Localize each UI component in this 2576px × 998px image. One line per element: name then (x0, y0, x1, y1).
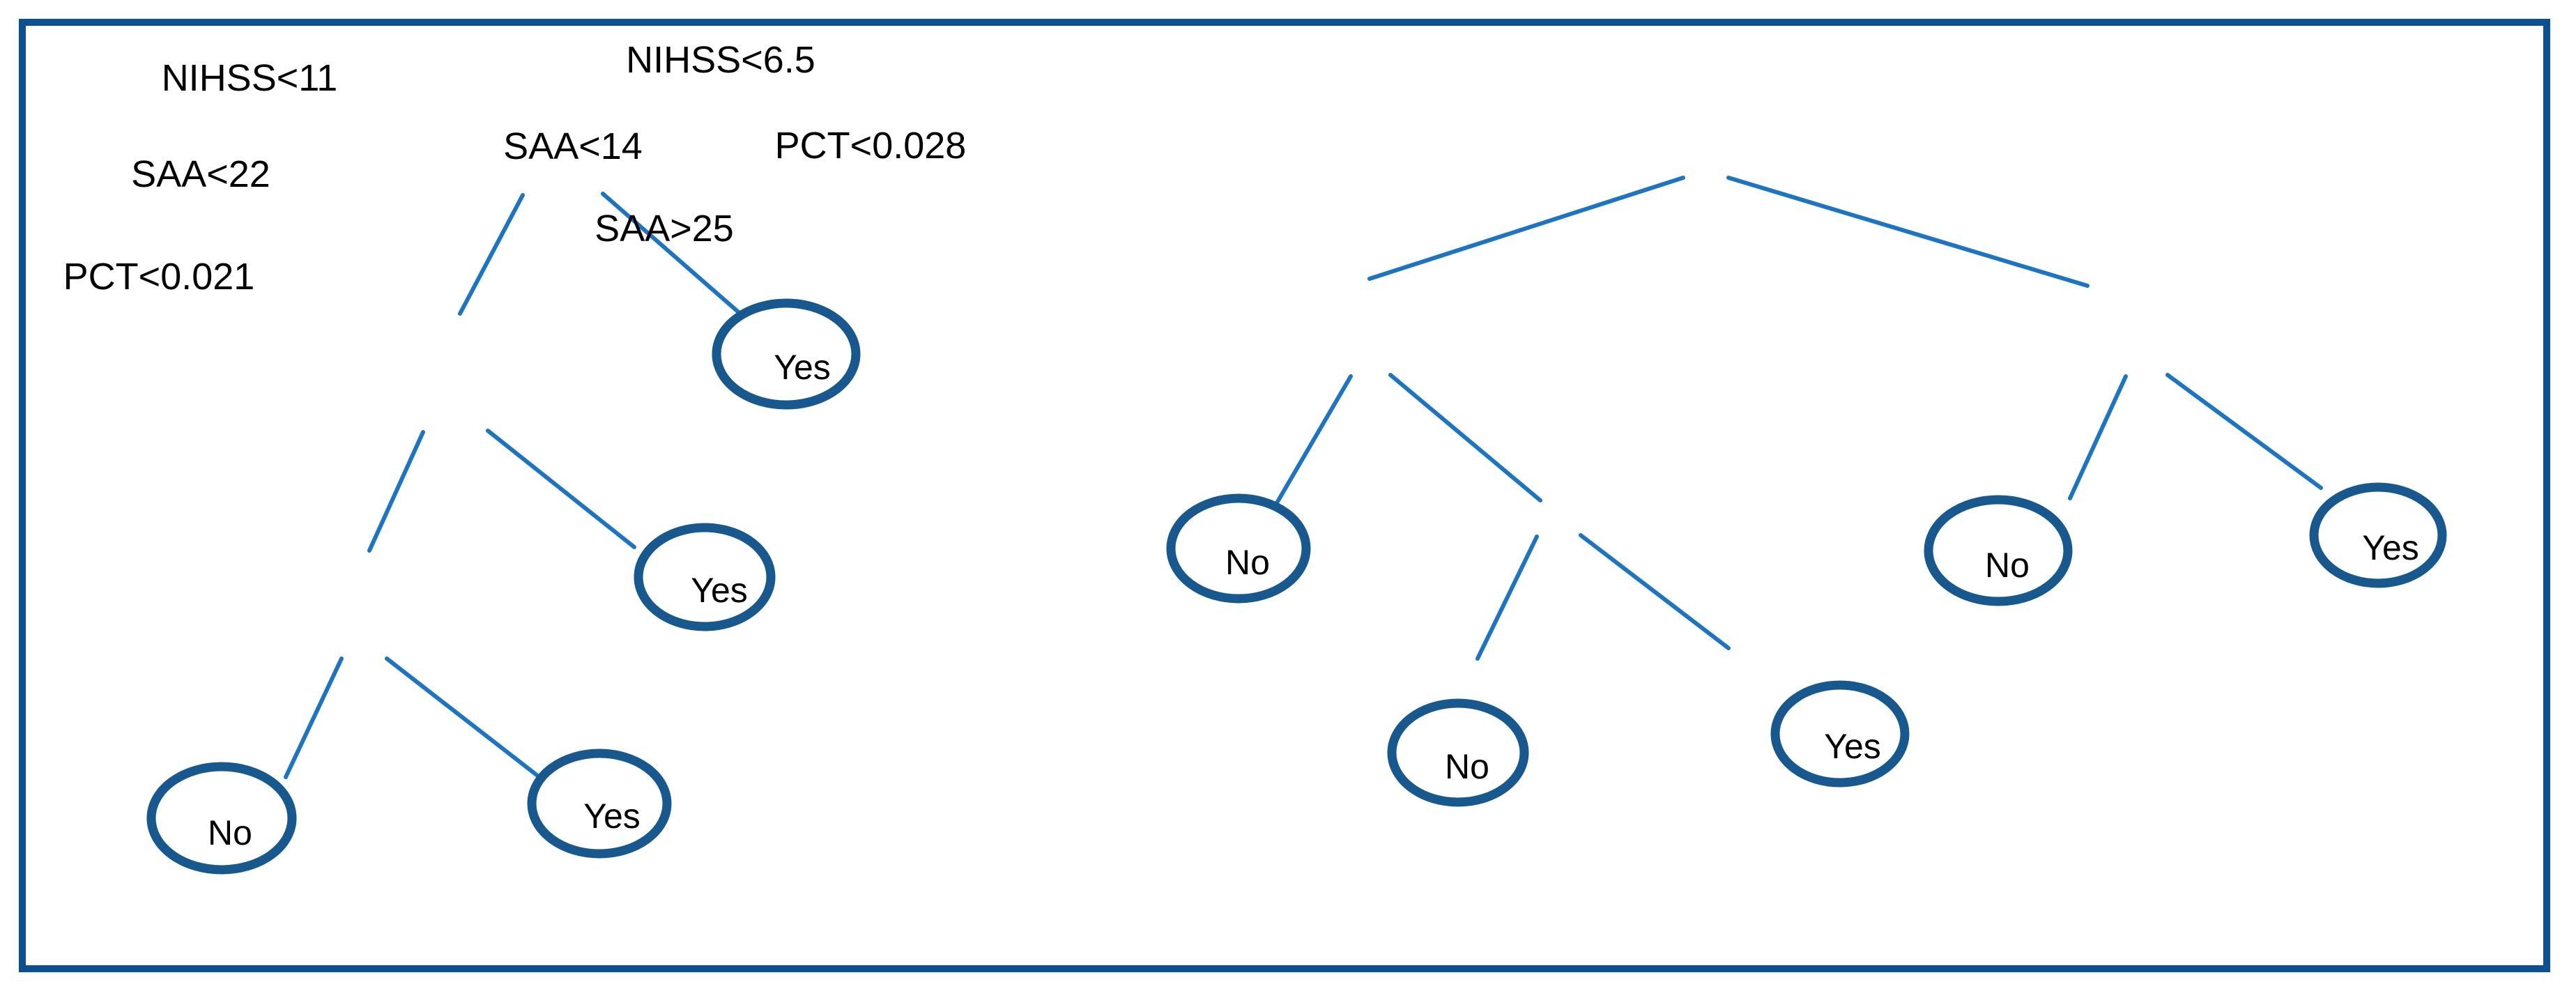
leaf-label-yes: Yes (1824, 727, 1881, 766)
leaf-label-yes: Yes (2362, 528, 2419, 567)
diagram-border-frame (19, 19, 2550, 972)
split-label-saa14: SAA<14 (503, 125, 643, 167)
leaf-label-yes: Yes (774, 348, 831, 387)
split-label-saa25: SAA>25 (595, 208, 734, 250)
leaf-label-no: No (208, 813, 252, 852)
edge-nihss65-to-pct028 (1726, 176, 2090, 288)
right-tree-leaf-yes-pct028[interactable]: Yes (2309, 482, 2447, 588)
leaf-ellipse-yes[interactable] (1770, 680, 1910, 788)
right-tree-split-labels: NIHSS<6.5 SAA<14 PCT<0.028 SAA>25 (503, 39, 966, 250)
leaf-label-yes: Yes (691, 571, 748, 610)
right-tree-leaf-no-pct028[interactable]: No (1924, 495, 2073, 606)
edge-saa22-to-yes (486, 429, 636, 549)
edge-pct021-to-yes (385, 657, 539, 777)
edge-saa22-to-pct021 (367, 430, 425, 553)
leaf-ellipse-yes[interactable] (527, 748, 672, 859)
edge-saa14-to-saa25 (1388, 373, 1542, 502)
leaf-ellipse-yes[interactable] (2309, 482, 2447, 588)
split-label-pct028: PCT<0.028 (775, 125, 967, 167)
split-label-nihss65: NIHSS<6.5 (626, 39, 815, 81)
edge-nihss11-to-yes (601, 192, 742, 316)
edge-saa25-to-yes (1579, 533, 1731, 650)
edge-nihss11-to-saa22 (458, 193, 525, 316)
left-tree-leaf-yes-bottom[interactable]: Yes (527, 748, 672, 859)
leaf-label-no: No (1985, 546, 2030, 585)
left-tree-leaf-no[interactable]: No (146, 762, 297, 875)
right-tree-edges (1273, 176, 2323, 661)
right-tree-leaf-yes-saa25[interactable]: Yes (1770, 680, 1910, 788)
leaf-label-yes: Yes (583, 797, 641, 836)
edge-pct021-to-no (284, 657, 344, 779)
edge-saa14-to-no (1273, 374, 1353, 507)
edge-nihss65-to-saa14 (1367, 176, 1685, 281)
leaf-ellipse-no[interactable] (146, 762, 297, 875)
edge-pct028-to-no (2068, 374, 2128, 500)
left-tree-split-labels: NIHSS<11 SAA<22 PCT<0.021 (63, 57, 338, 298)
edge-pct028-to-yes (2165, 373, 2323, 490)
leaf-label-no: No (1225, 543, 1270, 582)
left-tree-leaf-yes-top[interactable]: Yes (712, 298, 861, 410)
left-tree-leaf-yes-mid[interactable]: Yes (634, 523, 776, 631)
split-label-pct021: PCT<0.021 (63, 256, 255, 298)
leaf-ellipse-yes[interactable] (634, 523, 776, 631)
leaf-label-no: No (1445, 747, 1489, 786)
split-label-nihss11: NIHSS<11 (162, 57, 338, 99)
left-tree-edges (284, 192, 742, 779)
leaf-ellipse-no[interactable] (1387, 698, 1529, 807)
edge-saa25-to-no (1475, 535, 1539, 661)
split-label-saa22: SAA<22 (131, 153, 270, 195)
leaf-ellipse-no[interactable] (1924, 495, 2073, 606)
right-tree-leaf-no-saa14[interactable]: No (1166, 493, 1311, 604)
leaf-ellipse-no[interactable] (1166, 493, 1311, 604)
leaf-ellipse-yes[interactable] (712, 298, 861, 410)
right-tree-leaf-no-saa25[interactable]: No (1387, 698, 1529, 807)
